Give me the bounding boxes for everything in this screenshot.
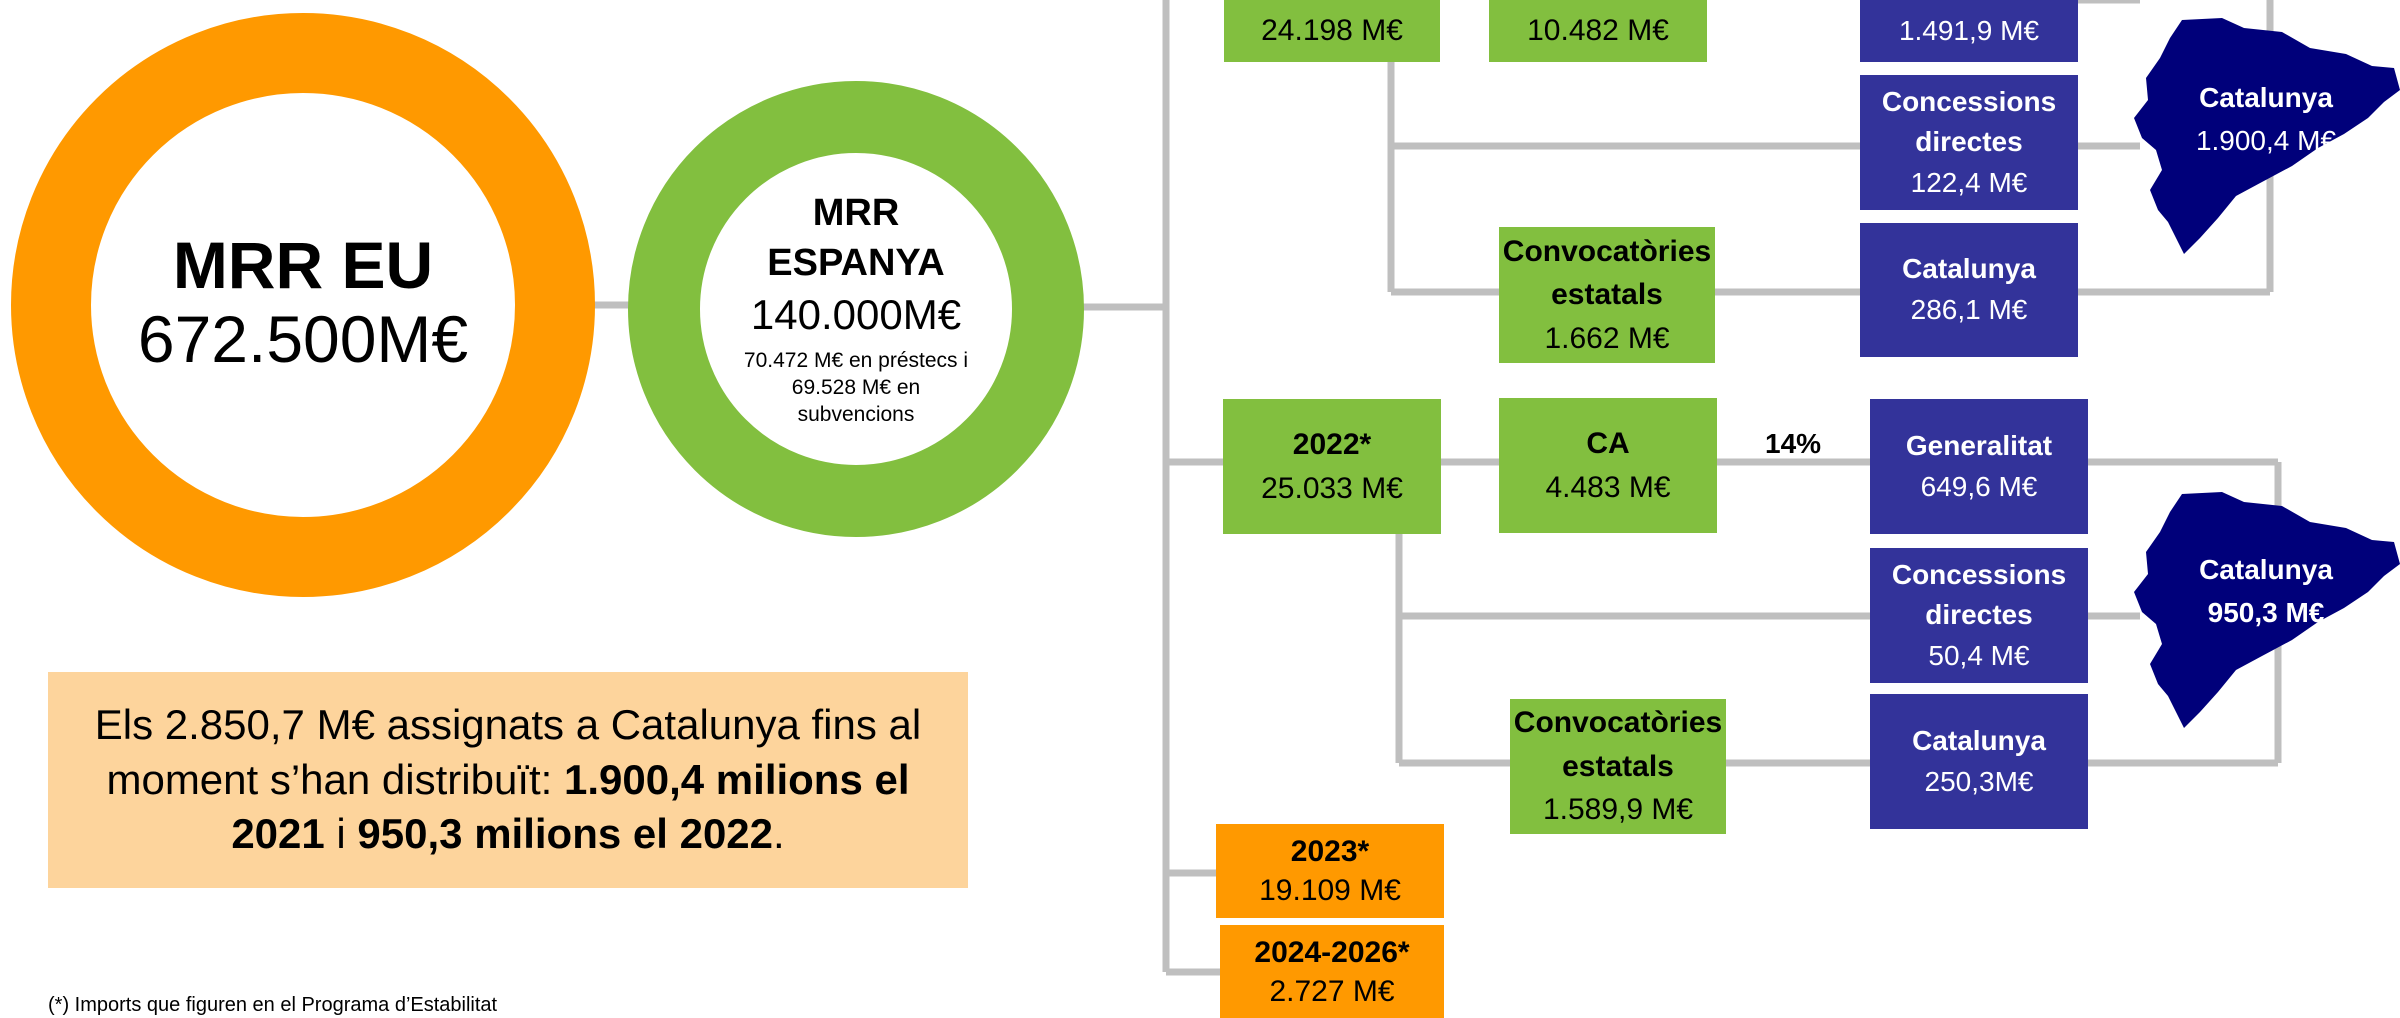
- mrr-espanya-ring: MRR ESPANYA 140.000M€ 70.472 M€ en prést…: [628, 81, 1084, 537]
- box-2022-generalitat: Generalitat 649,6 M€: [1870, 399, 2088, 534]
- box-2022-state-calls: Convocatòries estatals 1.589,9 M€: [1510, 699, 1726, 834]
- summary-bold1: 1.900,4 milions el 2021: [231, 755, 910, 858]
- summary-part3: .: [773, 810, 785, 858]
- box-2022-calls-amount: 1.589,9 M€: [1542, 793, 1694, 827]
- summary-text: Els 2.850,7 M€ assignats a Catalunya fin…: [78, 698, 938, 862]
- box-2022-direct-amount: 50,4 M€: [1928, 639, 2030, 671]
- mrr-eu-ring: MRR EU 672.500M€: [11, 13, 595, 597]
- box-2022-spain: 2022* 25.033 M€: [1223, 399, 1441, 534]
- box-2022-generalitat-label: Generalitat: [1905, 429, 2053, 461]
- box-2021-direct-concessions: Concessions directes 122,4 M€: [1860, 75, 2078, 210]
- box-2022-calls-line1: Convocatòries: [1513, 706, 1723, 740]
- map-2022-label: Catalunya 950,3 M€: [2166, 548, 2366, 635]
- percentage-2022: 14%: [1765, 428, 1822, 459]
- box-2021-direct-line2: directes: [1915, 126, 2023, 158]
- map-2022-amount: 950,3 M€: [2207, 597, 2325, 629]
- box-2021-state-calls: Convocatòries estatals 1.662 M€: [1499, 227, 1715, 363]
- box-2021-generalitat: 1.491,9 M€: [1860, 0, 2078, 62]
- box-2022-ca: CA 4.483 M€: [1499, 398, 1717, 533]
- mrr-espanya-note: 70.472 M€ en préstecs i 69.528 M€ en sub…: [743, 348, 969, 427]
- box-2022-ca-amount: 4.483 M€: [1545, 470, 1671, 504]
- catalonia-map-icon: [2134, 18, 2400, 254]
- footnote: (*) Imports que figuren en el Programa d…: [48, 994, 498, 1016]
- box-2021-catalunya-label: Catalunya: [1902, 253, 2036, 285]
- box-2021-calls-line1: Convocatòries: [1502, 234, 1712, 268]
- box-2021-direct-line1: Concessions: [1881, 85, 2057, 117]
- box-2021-spain: 24.198 M€: [1224, 0, 1440, 62]
- box-2021-direct-amount: 122,4 M€: [1910, 166, 2028, 198]
- catalonia-map-icon: [2134, 492, 2400, 728]
- map-2022-title: Catalunya: [2199, 554, 2333, 585]
- box-2022-spain-amount: 25.033 M€: [1261, 471, 1403, 505]
- box-2023: 2023* 19.109 M€: [1216, 824, 1444, 918]
- box-2021-catalunya-amount: 286,1 M€: [1910, 294, 2028, 325]
- box-2022-year: 2022*: [1292, 428, 1372, 461]
- box-2023-amount: 19.109 M€: [1259, 874, 1401, 907]
- box-2022-ca-label: CA: [1586, 427, 1630, 460]
- map-2021-label: Catalunya 1.900,4 M€: [2166, 76, 2366, 163]
- box-2021-ca-amount: 10.482 M€: [1527, 14, 1669, 48]
- box-2022-catalunya-calls: Catalunya 250,3M€: [1870, 694, 2088, 829]
- box-2021-ca: 10.482 M€: [1489, 0, 1707, 62]
- box-2024-year: 2024-2026*: [1254, 935, 1410, 969]
- mrr-eu-amount: 672.500M€: [137, 302, 469, 377]
- box-2021-generalitat-amount: 1.491,9 M€: [1898, 14, 2040, 46]
- box-2021-catalunya-calls: Catalunya 286,1 M€: [1860, 223, 2078, 357]
- mrr-espanya-amount: 140.000M€: [750, 291, 962, 339]
- box-2021-calls-amount: 1.662 M€: [1544, 321, 1670, 355]
- box-2022-direct-line2: directes: [1925, 599, 2033, 631]
- summary-box: Els 2.850,7 M€ assignats a Catalunya fin…: [48, 672, 968, 888]
- box-2024-2026: 2024-2026* 2.727 M€: [1220, 925, 1444, 1018]
- map-2021-amount: 1.900,4 M€: [2195, 125, 2337, 157]
- box-2022-direct-line1: Concessions: [1891, 558, 2067, 590]
- box-2021-spain-amount: 24.198 M€: [1261, 14, 1403, 48]
- box-2022-generalitat-amount: 649,6 M€: [1920, 470, 2038, 502]
- summary-part2: i: [324, 810, 358, 858]
- box-2022-catalunya-label: Catalunya: [1912, 724, 2046, 756]
- box-2022-catalunya-amount: 250,3M€: [1924, 765, 2034, 797]
- box-2022-calls-line2: estatals: [1562, 749, 1674, 783]
- box-2023-year: 2023*: [1290, 835, 1370, 868]
- summary-part1: Els 2.850,7 M€ assignats a Catalunya fin…: [94, 701, 922, 803]
- mrr-espanya-title: MRR ESPANYA: [767, 192, 945, 284]
- summary-bold2: 950,3 milions el 2022: [357, 810, 774, 858]
- mrr-eu-title: MRR EU: [172, 227, 434, 302]
- map-2021-title: Catalunya: [2199, 82, 2333, 113]
- box-2022-direct-concessions: Concessions directes 50,4 M€: [1870, 548, 2088, 683]
- box-2021-calls-line2: estatals: [1551, 278, 1663, 312]
- box-2024-amount: 2.727 M€: [1269, 974, 1395, 1008]
